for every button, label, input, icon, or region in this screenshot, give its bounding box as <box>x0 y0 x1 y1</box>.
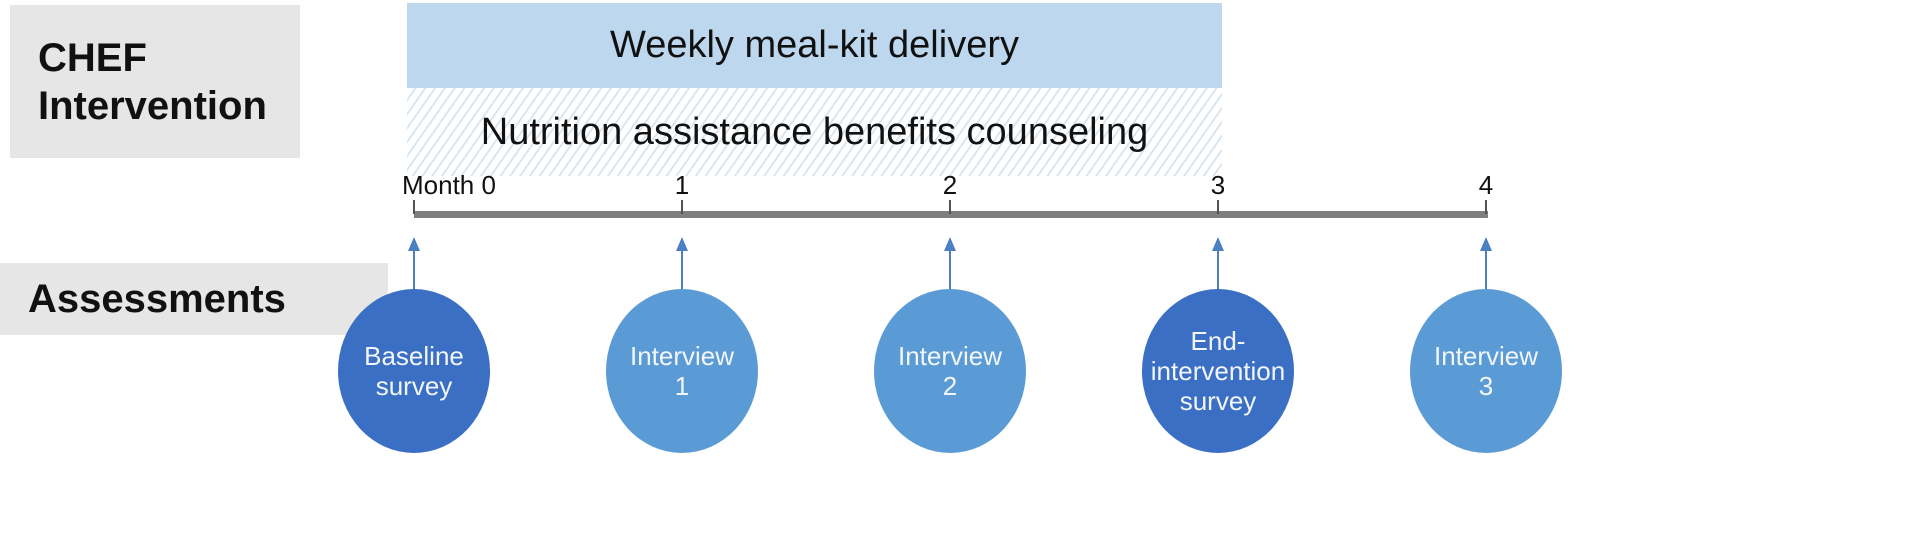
tick-label: 3 <box>1211 170 1225 200</box>
assessment-label: Interview <box>1434 341 1538 371</box>
arrow-up-icon <box>408 237 420 251</box>
assessment-label: 2 <box>943 371 957 401</box>
counseling-text: Nutrition assistance benefits counseling <box>480 110 1149 153</box>
assessment-label: survey <box>376 371 453 401</box>
label-line: CHEF <box>38 35 147 80</box>
arrow-up-icon <box>1480 237 1492 251</box>
assessments-label: Assessments <box>0 263 388 335</box>
arrow-up-icon <box>944 237 956 251</box>
assessment-circle <box>1142 289 1294 453</box>
tick-label: 1 <box>675 170 689 200</box>
meal-kit-bar: Weekly meal-kit delivery <box>407 3 1222 88</box>
assessment-label: Interview <box>898 341 1002 371</box>
label-line: Intervention <box>38 83 267 128</box>
assessment-label: intervention <box>1151 356 1285 386</box>
assessment-label: survey <box>1180 386 1257 416</box>
assessment-circle <box>1410 289 1562 453</box>
timeline-axis <box>414 211 1488 218</box>
assessment-circle <box>874 289 1026 453</box>
assessment-label: 1 <box>675 371 689 401</box>
arrow-up-icon <box>1212 237 1224 251</box>
counseling-bar: Nutrition assistance benefits counseling <box>407 88 1222 176</box>
assessment-label: Interview <box>630 341 734 371</box>
assessment-label: 3 <box>1479 371 1493 401</box>
assessment-circle <box>606 289 758 453</box>
meal-kit-text: Weekly meal-kit delivery <box>610 24 1019 66</box>
assessment-label: Baseline <box>364 341 464 371</box>
assessment-label: End- <box>1191 326 1246 356</box>
tick-label: 4 <box>1479 170 1493 200</box>
tick-label: Month 0 <box>402 170 496 200</box>
tick-label: 2 <box>943 170 957 200</box>
arrow-up-icon <box>676 237 688 251</box>
assessment-circle <box>338 289 490 453</box>
label-text: Assessments <box>28 277 286 321</box>
